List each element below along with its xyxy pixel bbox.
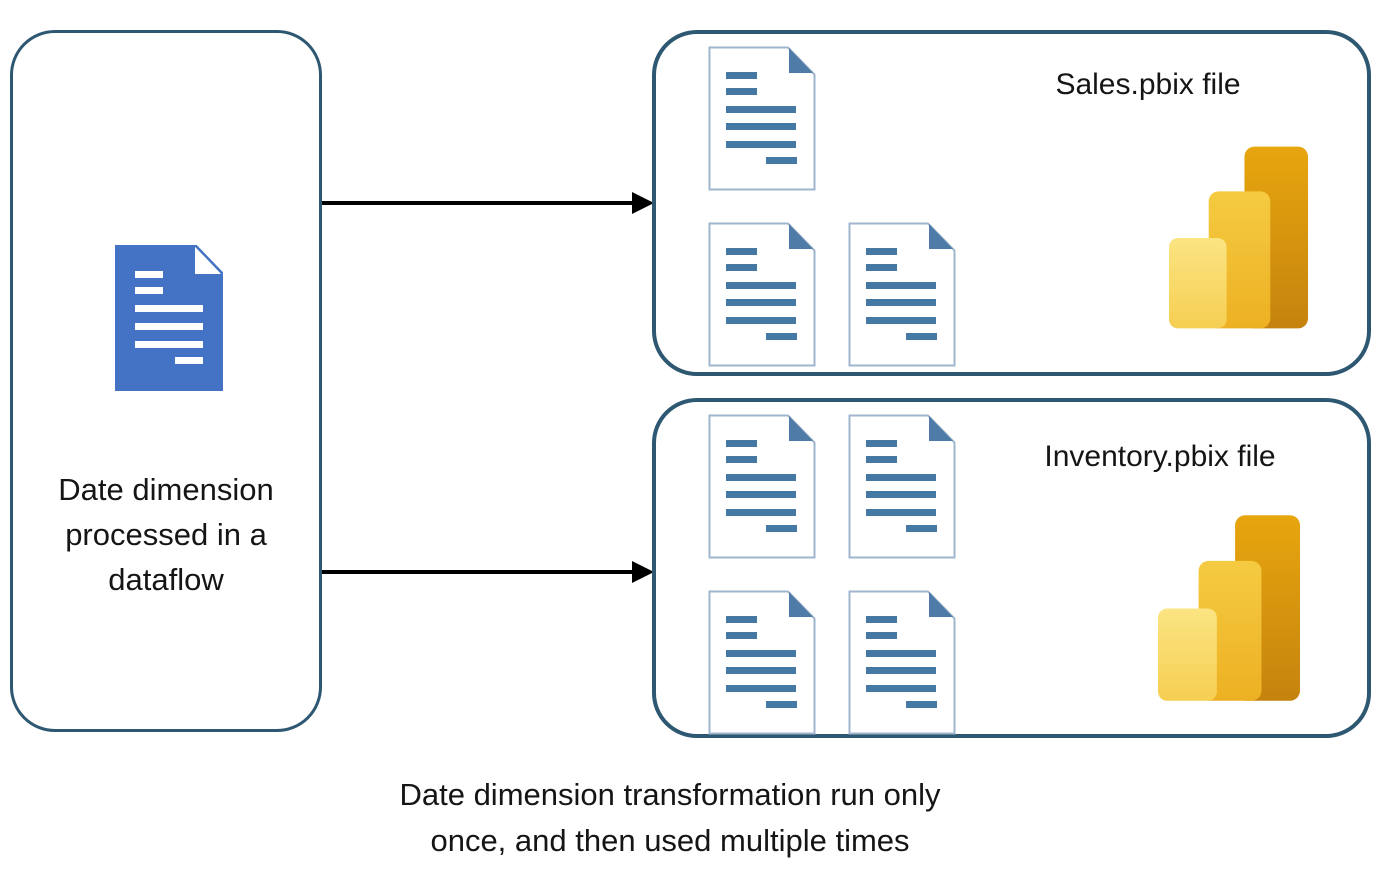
document-icon (708, 590, 816, 735)
inventory-box-title: Inventory.pbix file (1044, 440, 1276, 473)
document-icon (848, 590, 956, 735)
document-icon (708, 414, 816, 559)
source-box-label: Date dimension processed in a dataflow (26, 467, 306, 602)
arrow-line (322, 570, 634, 574)
caption-line: once, and then used multiple times (430, 823, 910, 858)
power-bi-logo-icon (1158, 515, 1300, 701)
blue-document-icon (115, 245, 223, 391)
source-box-label-line: Date dimension (58, 472, 274, 507)
sales-pbix-box: Sales.pbix file (652, 30, 1371, 376)
document-icon (708, 222, 816, 367)
inventory-pbix-box: Inventory.pbix file (652, 398, 1371, 738)
sales-box-title: Sales.pbix file (1055, 68, 1241, 101)
document-icon (848, 222, 956, 367)
source-box-label-line: processed in a (65, 517, 267, 552)
dataflow-source-box: Date dimension processed in a dataflow (10, 30, 322, 732)
arrow-line (322, 201, 634, 205)
document-icon (708, 46, 816, 191)
caption-line: Date dimension transformation run only (399, 777, 941, 812)
right-arrow-icon (632, 561, 654, 583)
document-icon (848, 414, 956, 559)
source-box-label-line: dataflow (108, 562, 224, 597)
right-arrow-icon (632, 192, 654, 214)
power-bi-logo-icon (1169, 146, 1308, 329)
diagram-caption: Date dimension transformation run only o… (399, 772, 940, 864)
